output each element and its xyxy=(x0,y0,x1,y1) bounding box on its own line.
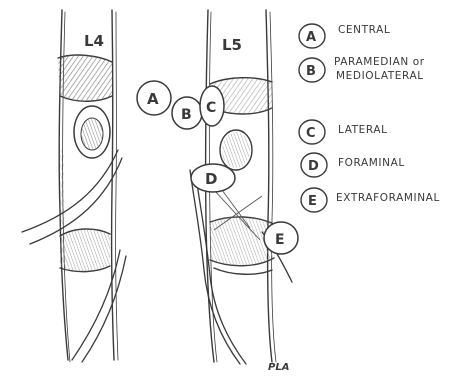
zone-marker-e-label: E xyxy=(275,232,285,248)
left-column-edge-inner-2 xyxy=(116,12,118,360)
legend-circles xyxy=(299,24,327,212)
legend-letter-d: D xyxy=(308,159,319,174)
zone-marker-a-label: A xyxy=(147,90,159,108)
artist-signature: PLA xyxy=(268,362,289,373)
left-pedicle-shading xyxy=(81,118,103,150)
left-disc-shading xyxy=(58,55,112,101)
left-lower-disc-shading xyxy=(60,229,110,272)
zone-marker-b-label: B xyxy=(181,107,192,123)
vertebra-label-l5: L5 xyxy=(222,36,242,54)
legend-letter-b: B xyxy=(306,64,316,79)
right-nerve-root-a xyxy=(190,170,240,364)
zone-marker-c-label: C xyxy=(206,100,216,116)
legend-letter-e: E xyxy=(308,194,317,209)
right-pedicle-shading xyxy=(222,132,250,168)
legend-text-extraforaminal: EXTRAFORAMINAL xyxy=(336,192,440,204)
left-column-edge-shading xyxy=(60,150,64,230)
zone-marker-d-label: D xyxy=(205,170,217,188)
vertebra-label-l4: L4 xyxy=(84,32,104,50)
legend-letter-a: A xyxy=(306,30,316,45)
legend-text-mediolateral: MEDIOLATERAL xyxy=(336,70,424,82)
right-lower-vertebra-top xyxy=(214,268,272,274)
legend-text-central: CENTRAL xyxy=(338,24,390,36)
legend-text-lateral: LATERAL xyxy=(338,124,388,136)
right-column-edge-outer-2 xyxy=(270,12,276,362)
legend-text-foraminal: FORAMINAL xyxy=(338,157,405,169)
legend-letter-c: C xyxy=(306,126,316,141)
legend-text-paramedian: PARAMEDIAN or xyxy=(334,56,425,68)
